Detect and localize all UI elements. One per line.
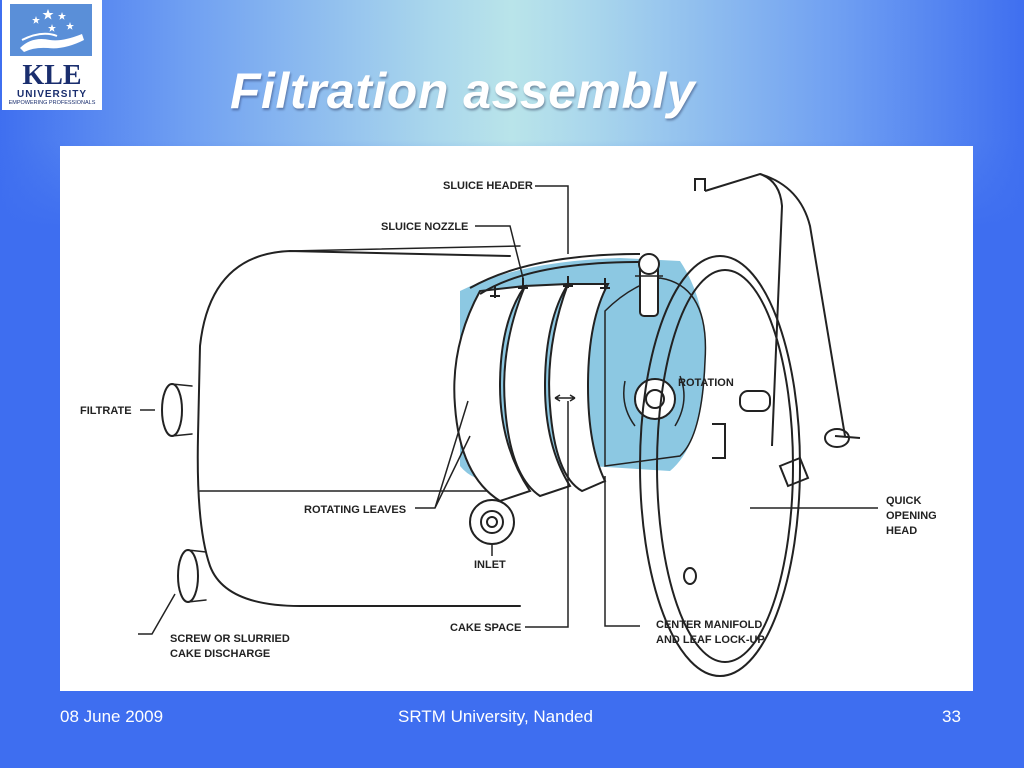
page-number: 33 [942, 707, 961, 726]
cake-space-arrow [554, 394, 576, 402]
label-screw-discharge-2: CAKE DISCHARGE [170, 648, 270, 660]
leaf-1 [453, 284, 532, 503]
vessel-top-line [289, 245, 521, 252]
kle-university-logo: KLE UNIVERSITY EMPOWERING PROFESSIONALS [2, 0, 102, 110]
sluice-nozzle-3 [563, 276, 573, 288]
head-latch [712, 423, 726, 459]
sluice-nozzle-2 [518, 278, 528, 290]
head-support-arm [704, 172, 861, 447]
inlet-ring [469, 499, 515, 545]
slide-title: Filtration assembly [230, 63, 696, 119]
leaf-3 [548, 283, 610, 493]
logo-university: UNIVERSITY [16, 89, 87, 100]
sluice-nozzle-4 [600, 278, 610, 290]
label-center-manifold-2: AND LEAF LOCK-UP [656, 634, 765, 646]
label-sluice-header: SLUICE HEADER [443, 180, 533, 192]
label-quick-opening-head-3: HEAD [886, 525, 917, 537]
label-rotating-leaves: ROTATING LEAVES [304, 504, 406, 516]
logo-tagline: EMPOWERING PROFESSIONALS [8, 100, 96, 106]
label-screw-discharge-1: SCREW OR SLURRIED [170, 633, 290, 645]
head-handle [739, 390, 771, 412]
sluice-header-pipe [469, 253, 641, 289]
label-sluice-nozzle: SLUICE NOZZLE [381, 221, 468, 233]
leader-sluice-nozzle [475, 225, 524, 279]
filtration-assembly-diagram: SLUICE HEADER SLUICE NOZZLE FILTRATE ROT… [60, 146, 973, 691]
footer-organization: SRTM University, Nanded [398, 707, 593, 726]
vessel-shell [196, 249, 521, 607]
head-hinge [778, 456, 810, 488]
quick-opening-head-ring [639, 255, 801, 677]
label-cake-space: CAKE SPACE [450, 622, 521, 634]
leader-cake-discharge [138, 593, 176, 635]
logo-name: KLE [22, 60, 82, 91]
sluice-nozzle-1 [490, 286, 500, 298]
leaf-2 [503, 282, 572, 498]
label-inlet: INLET [474, 559, 506, 571]
label-center-manifold-1: CENTER MANIFOLD [656, 619, 762, 631]
head-arm-end [824, 428, 850, 448]
label-quick-opening-head-2: OPENING [886, 510, 937, 522]
diagram-canvas: SLUICE HEADER SLUICE NOZZLE FILTRATE ROT… [80, 172, 937, 677]
stars-over-hand-icon [10, 4, 92, 56]
label-filtrate: FILTRATE [80, 405, 132, 417]
filtrate-nozzle [161, 383, 183, 437]
leader-sluice-header [535, 185, 569, 254]
cake-discharge-nozzle [177, 549, 199, 603]
leader-cake-space [525, 401, 569, 628]
footer-date: 08 June 2009 [60, 707, 164, 726]
leader-center-manifold [604, 476, 640, 627]
vessel-foot [683, 567, 697, 585]
rotation-arrow [623, 375, 685, 427]
leader-rotating-leaves [415, 400, 471, 509]
label-quick-opening-head-1: QUICK [886, 495, 922, 507]
label-rotation: ROTATION [678, 377, 734, 389]
